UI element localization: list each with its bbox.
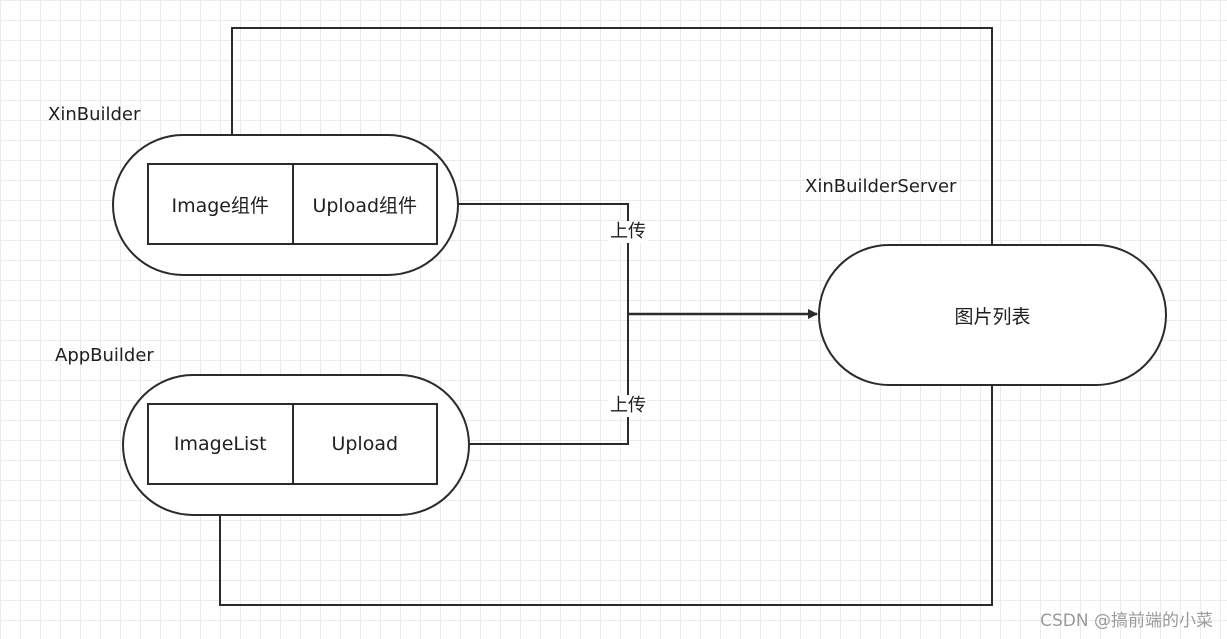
imagelist-node[interactable]: ImageList: [173, 433, 267, 455]
upload-edge-label-bottom: 上传: [608, 395, 648, 417]
xinbuilder-components: Image组件 Upload组件: [147, 163, 438, 245]
watermark: CSDN @搞前端的小菜: [1040, 611, 1213, 631]
upload-component-node[interactable]: Upload组件: [291, 165, 437, 243]
image-list-node[interactable]: 图片列表: [818, 244, 1167, 386]
appbuilder-components: ImageList Upload: [147, 403, 438, 485]
appbuilder-title: AppBuilder: [55, 345, 154, 366]
image-component-node[interactable]: Image组件: [171, 194, 269, 217]
appbuilder-upload-connector: [438, 314, 629, 445]
upload-node[interactable]: Upload: [291, 405, 437, 483]
xinbuilder-upload-connector: [438, 203, 629, 314]
upload-edge-label-top: 上传: [608, 221, 648, 243]
xinbuilder-title: XinBuilder: [48, 104, 141, 125]
server-title: XinBuilderServer: [805, 176, 957, 197]
server-to-image-component-arrow: [227, 27, 993, 244]
server-to-imagelist-arrow: [215, 386, 993, 606]
